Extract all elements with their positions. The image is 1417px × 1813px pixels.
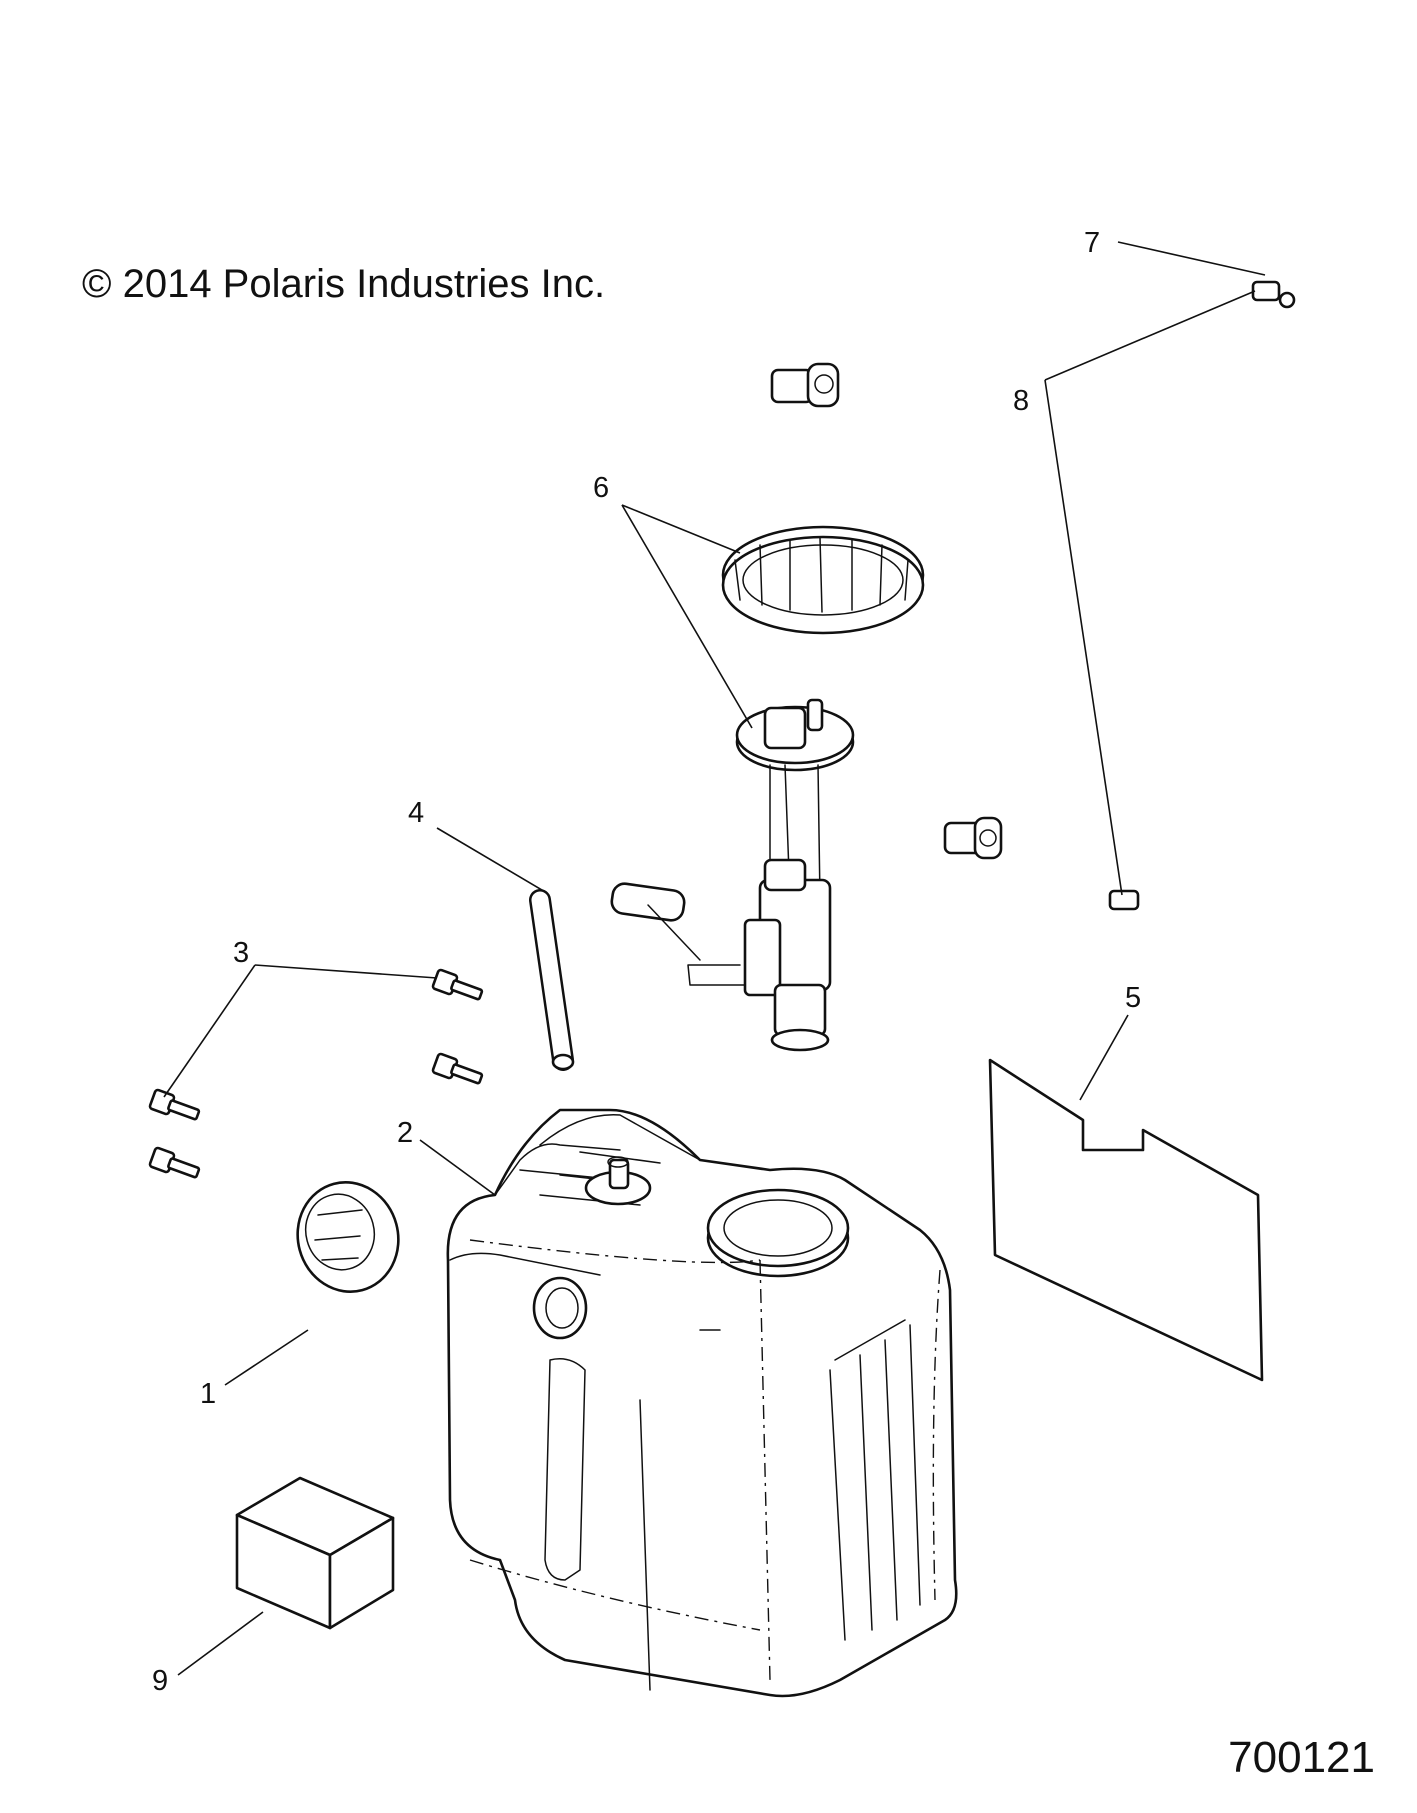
leader-lines xyxy=(163,241,1266,1676)
callout-6: 6 xyxy=(593,472,609,504)
callout-1: 1 xyxy=(200,1378,216,1410)
tube-part xyxy=(529,889,575,1071)
kit-box-part xyxy=(235,1476,395,1630)
callout-5: 5 xyxy=(1125,982,1141,1014)
callout-labels: 7 8 6 4 3 5 2 1 9 xyxy=(152,227,1141,1697)
fuel-cap-part xyxy=(296,1181,400,1293)
screws-part xyxy=(148,968,484,1179)
callout-3: 3 xyxy=(233,937,249,969)
callout-2: 2 xyxy=(397,1117,413,1149)
pad-part xyxy=(988,1058,1264,1382)
document-number: 700121 xyxy=(1228,1733,1375,1782)
fuel-tank-part xyxy=(446,1108,958,1698)
copyright-text: © 2014 Polaris Industries Inc. xyxy=(82,262,606,306)
vent-hose-part xyxy=(764,60,1296,926)
lock-ring-part xyxy=(721,525,925,635)
fuel-pump-part xyxy=(610,698,855,1052)
callout-4: 4 xyxy=(408,797,424,829)
callout-9: 9 xyxy=(152,1665,168,1697)
callout-8: 8 xyxy=(1013,385,1029,417)
callout-7: 7 xyxy=(1084,227,1100,259)
